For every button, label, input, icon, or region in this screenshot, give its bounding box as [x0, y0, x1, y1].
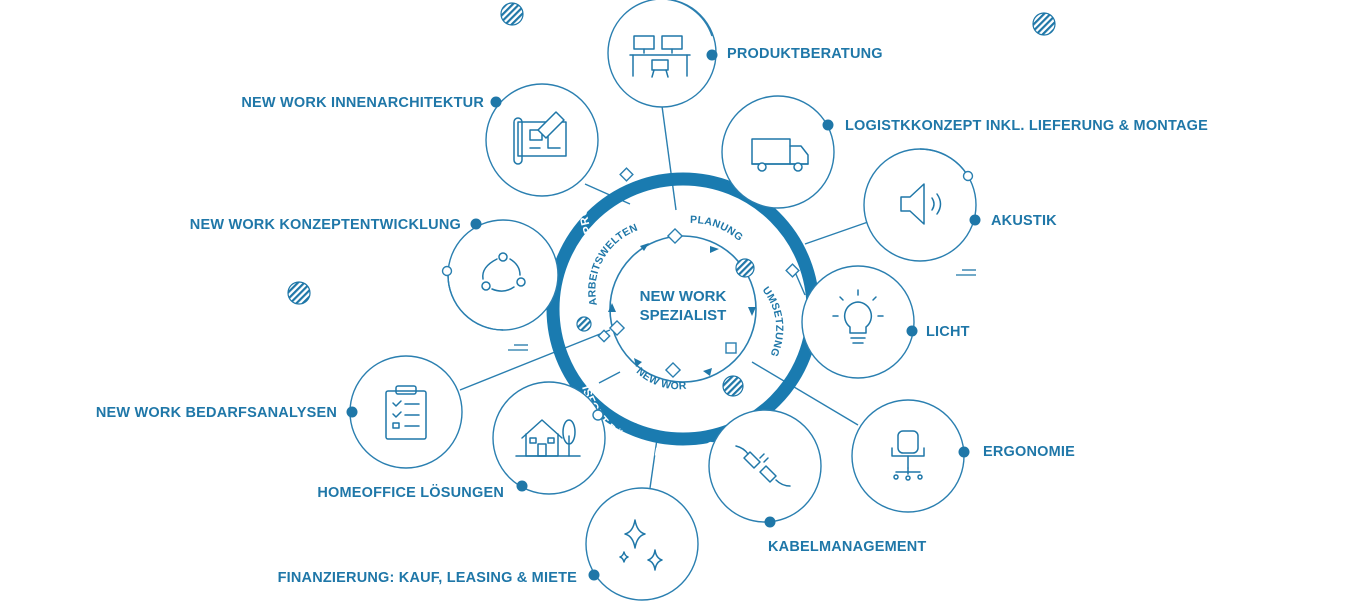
dot-licht	[906, 325, 918, 337]
label-licht: LICHT	[926, 324, 970, 340]
label-ergonomie: ERGONOMIE	[983, 444, 1076, 460]
cycle-label-planung: PLANUNG	[690, 214, 745, 244]
label-konzept: NEW WORK KONZEPTENTWICKLUNG	[189, 217, 461, 233]
label-bedarf: NEW WORK BEDARFSANALYSEN	[95, 405, 337, 421]
dot-homeoffice	[516, 480, 528, 492]
node-logistik	[721, 95, 835, 209]
label-kabel: KABELMANAGEMENT	[768, 539, 927, 555]
center-title-line1: NEW WORK	[640, 288, 727, 305]
decorative-dashes	[508, 269, 976, 351]
plug-icon	[735, 445, 791, 487]
dot-produktberatung	[706, 49, 718, 61]
label-logistik: LOGISTKKONZEPT INKL. LIEFERUNG & MONTAGE	[845, 118, 1208, 134]
dot-akustik	[969, 214, 981, 226]
cycle-nodes	[597, 167, 800, 379]
node-licht	[801, 265, 915, 379]
node-bedarf	[349, 355, 463, 469]
truck-icon	[751, 138, 809, 172]
service-nodes	[346, 0, 981, 601]
clipboard-icon	[385, 385, 427, 440]
dot-konzept	[470, 218, 482, 230]
desks-icon	[629, 35, 691, 78]
decorative-hatched-circles	[287, 2, 1056, 397]
center-title-line2: SPEZIALIST	[640, 307, 727, 324]
dot-kabel	[764, 516, 776, 528]
cycle-label-arbeitswelten: ARBEITSWELTEN	[586, 222, 639, 307]
cycle-label-umsetzung: UMSETZUNG	[760, 285, 785, 359]
label-homeoffice: HOMEOFFICE LÖSUNGEN	[317, 485, 504, 501]
speaker-icon	[900, 183, 942, 225]
lightbulb-icon	[832, 289, 884, 344]
open-dot-akustik	[962, 170, 974, 182]
label-produktberatung: PRODUKTBERATUNG	[727, 46, 883, 62]
dot-bedarf	[346, 406, 358, 418]
connector-lines	[459, 105, 869, 489]
open-dot-konzept	[441, 265, 453, 277]
blueprint-icon	[513, 111, 567, 165]
house-icon	[515, 419, 581, 457]
sparkle-icon	[619, 519, 663, 571]
label-finanzierung: FINANZIERUNG: KAUF, LEASING & MIETE	[277, 570, 577, 586]
office-chair-icon	[891, 430, 925, 481]
dot-finanzierung	[588, 569, 600, 581]
node-finanzierung	[585, 487, 699, 601]
dot-innen	[490, 96, 502, 108]
cycle-arrows	[608, 243, 756, 376]
cycle-icon	[481, 252, 526, 292]
label-akustik: AKUSTIK	[991, 213, 1057, 229]
dot-ergonomie	[958, 446, 970, 458]
label-innen: NEW WORK INNENARCHITEKTUR	[241, 95, 484, 111]
open-dot-homeoffice	[592, 409, 604, 421]
dot-logistik	[822, 119, 834, 131]
